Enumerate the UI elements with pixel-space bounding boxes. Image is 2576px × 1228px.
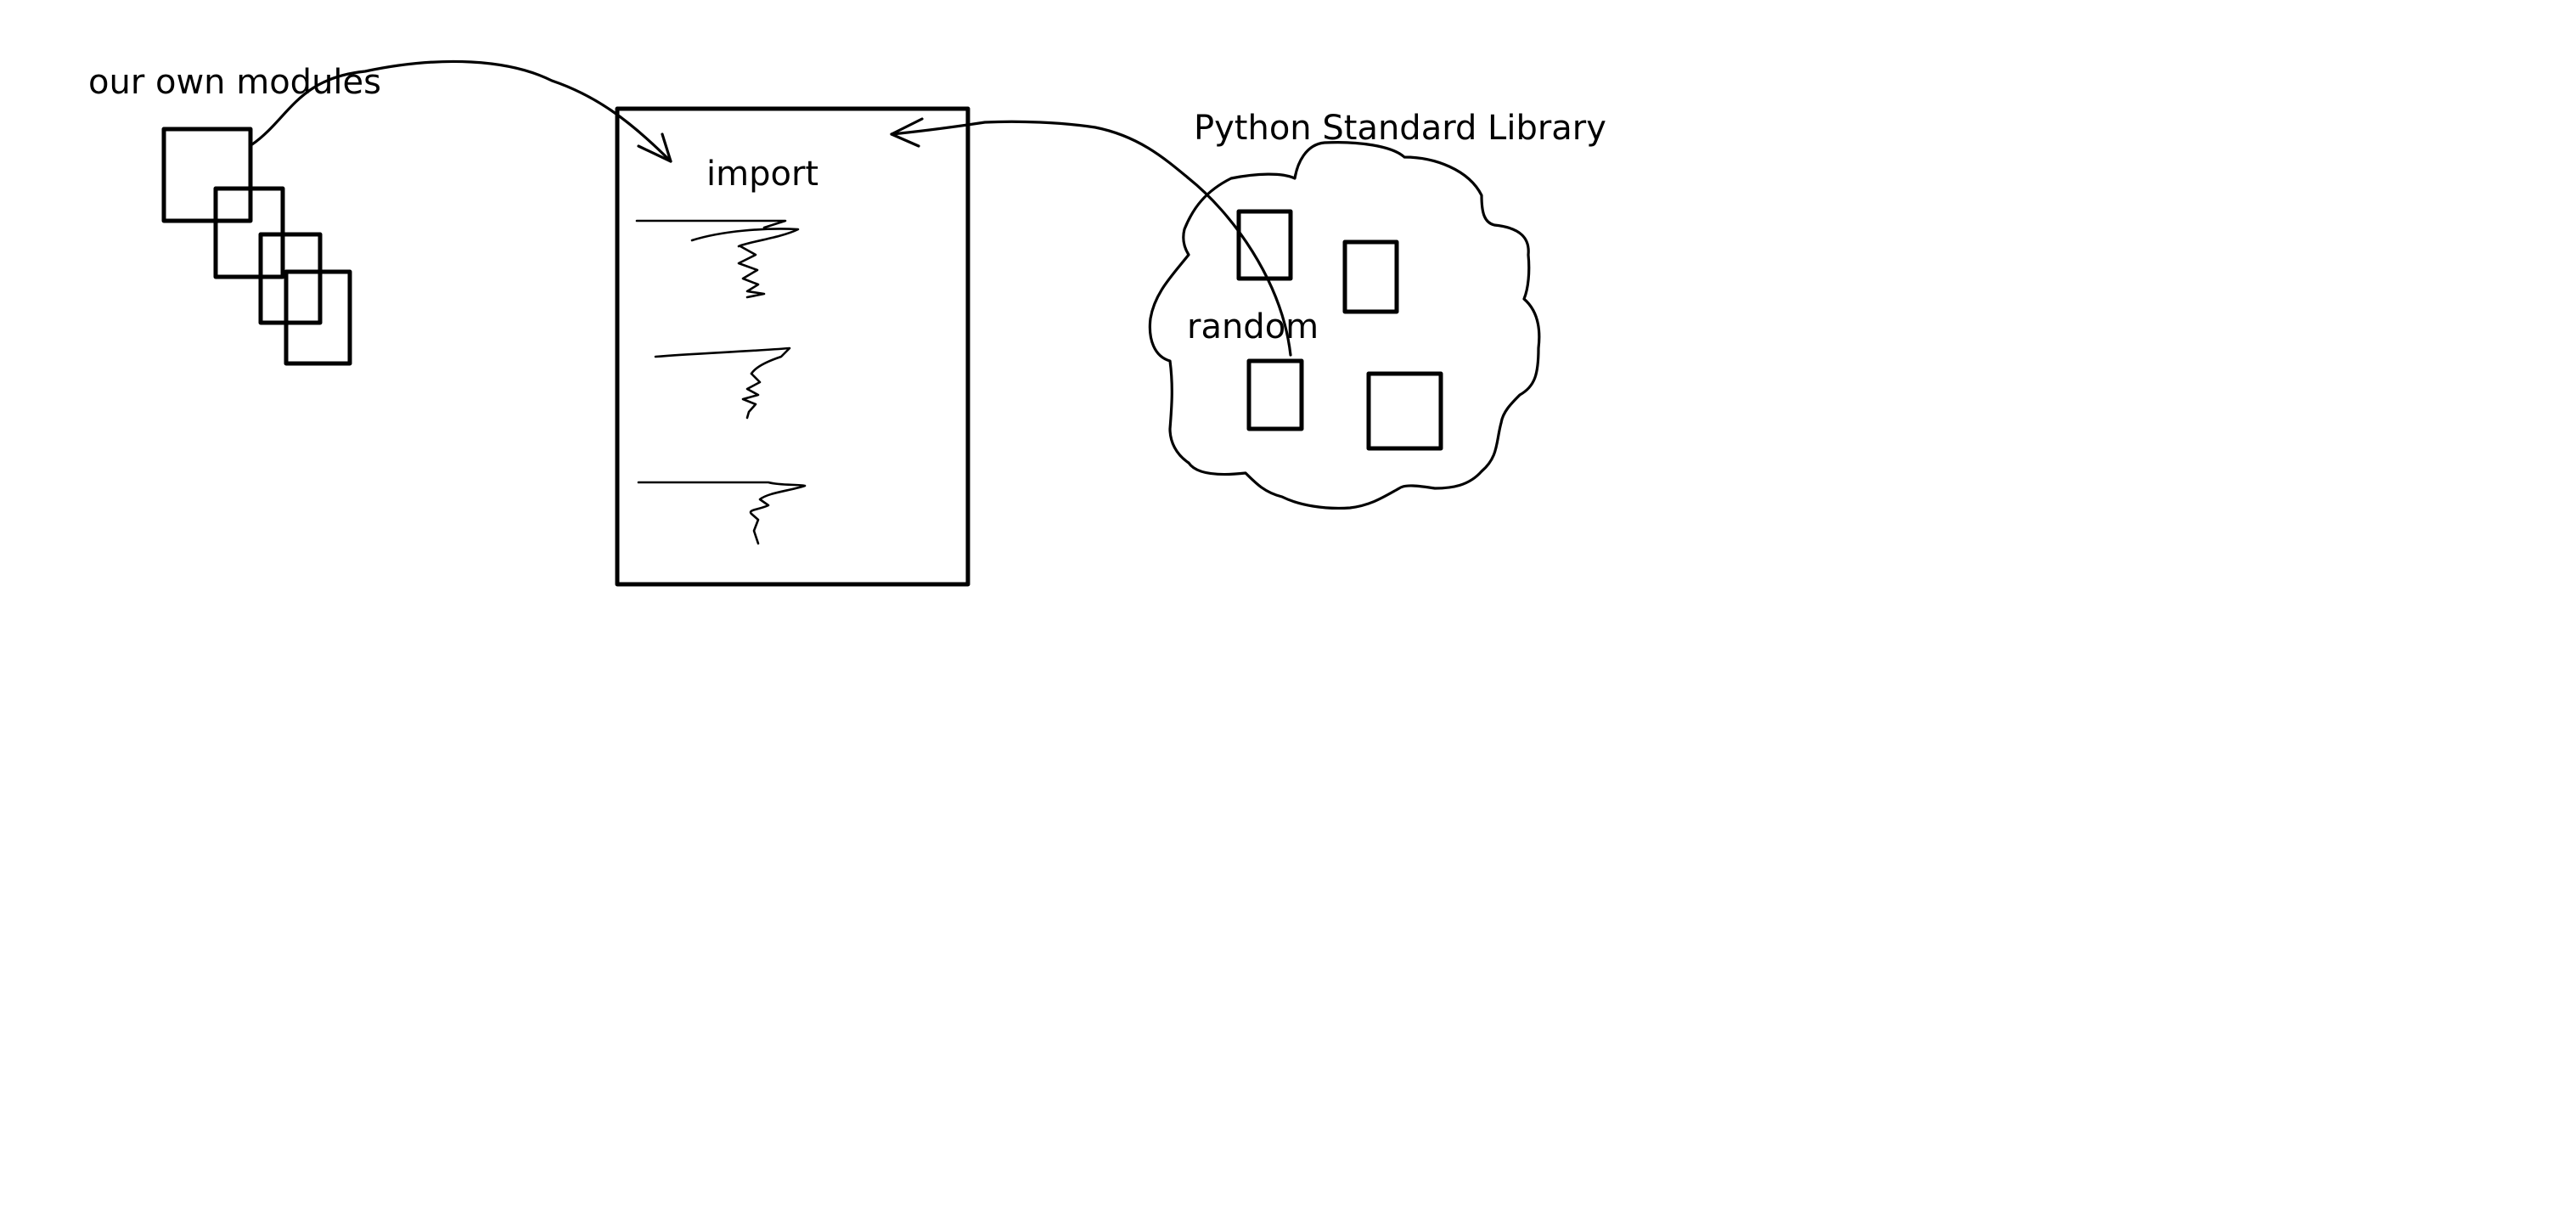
- own-modules-arrow: [250, 59, 672, 163]
- stdlib-module-square-1: [1236, 209, 1293, 281]
- own-modules-stack: [161, 127, 352, 366]
- stdlib-label: Python Standard Library: [1194, 109, 1606, 148]
- own-modules-arrowhead: [637, 132, 672, 163]
- own-modules-arrow-curve: [250, 59, 672, 163]
- code-scribble-3: [637, 481, 807, 545]
- module-square-1: [161, 127, 253, 223]
- python-file-outline: [615, 106, 970, 587]
- stdlib-module-square-3: [1246, 358, 1304, 431]
- stdlib-cloud: Python Standard Library random: [1148, 109, 1606, 510]
- module-square-4: [284, 269, 352, 366]
- stdlib-module-square-2: [1342, 239, 1399, 314]
- stdlib-arrow-curve: [890, 120, 1292, 357]
- stdlib-module-square-4: [1366, 371, 1443, 451]
- own-modules-label: our own modules: [88, 63, 381, 102]
- stdlib-cloud-outline: [1148, 141, 1541, 510]
- random-module-label: random: [1187, 307, 1319, 346]
- stdlib-arrow: [890, 117, 1292, 357]
- import-label: import: [706, 155, 818, 194]
- code-scribble-1: [635, 219, 800, 299]
- code-scribble-2: [654, 346, 791, 420]
- python-file: import: [615, 106, 970, 587]
- stdlib-arrowhead: [890, 117, 924, 148]
- module-square-3: [258, 232, 323, 325]
